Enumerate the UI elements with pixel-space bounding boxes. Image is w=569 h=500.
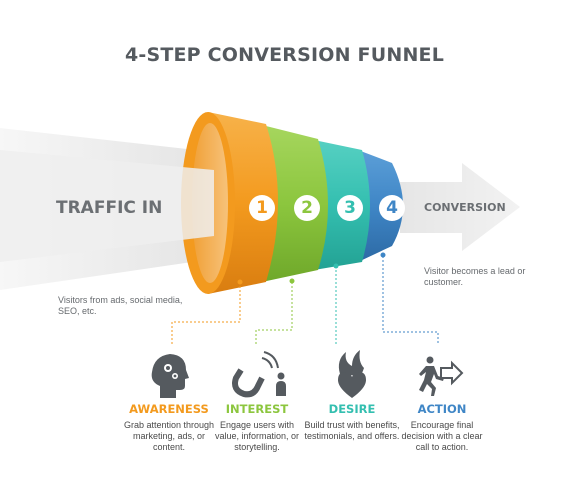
- running-person-arrow-icon: [419, 356, 464, 396]
- step-action: ACTION Encourage final decision with a c…: [394, 402, 490, 453]
- traffic-beam-overlap: [0, 150, 214, 262]
- connector-dots: [237, 252, 386, 285]
- traffic-in-label: TRAFFIC IN: [56, 198, 163, 218]
- step-awareness: AWARENESS Grab attention through marketi…: [121, 402, 217, 453]
- step-title-action: ACTION: [417, 402, 467, 416]
- step-desire: DESIRE Build trust with benefits, testim…: [304, 402, 400, 442]
- conversion-note: Visitor becomes a lead or customer.: [424, 266, 526, 287]
- step-desc-awareness: Grab attention through marketing, ads, o…: [123, 420, 215, 452]
- step-title-desire: DESIRE: [328, 402, 376, 416]
- conversion-label: CONVERSION: [424, 201, 506, 214]
- conversion-arrow: [400, 163, 520, 251]
- step-badge-1: 1: [249, 195, 275, 221]
- step-title-awareness: AWARENESS: [129, 402, 209, 416]
- step-desc-desire: Build trust with benefits, testimonials,…: [304, 420, 400, 441]
- step-title-interest: INTEREST: [225, 402, 289, 416]
- step-desc-action: Encourage final decision with a clear ca…: [401, 420, 483, 452]
- flaming-heart-icon: [338, 350, 366, 398]
- diagram-title: 4-STEP CONVERSION FUNNEL: [124, 44, 445, 66]
- step-desc-interest: Engage users with value, information, or…: [214, 420, 300, 452]
- head-gears-icon: [151, 354, 189, 398]
- step-interest: INTEREST Engage users with value, inform…: [209, 402, 305, 453]
- traffic-note: Visitors from ads, social media, SEO, et…: [58, 295, 183, 316]
- step-badge-2: 2: [294, 195, 320, 221]
- step-badge-3: 3: [337, 195, 363, 221]
- connector-lines: [171, 256, 439, 345]
- step-badge-4: 4: [379, 195, 405, 221]
- magnet-person-icon: [232, 351, 286, 398]
